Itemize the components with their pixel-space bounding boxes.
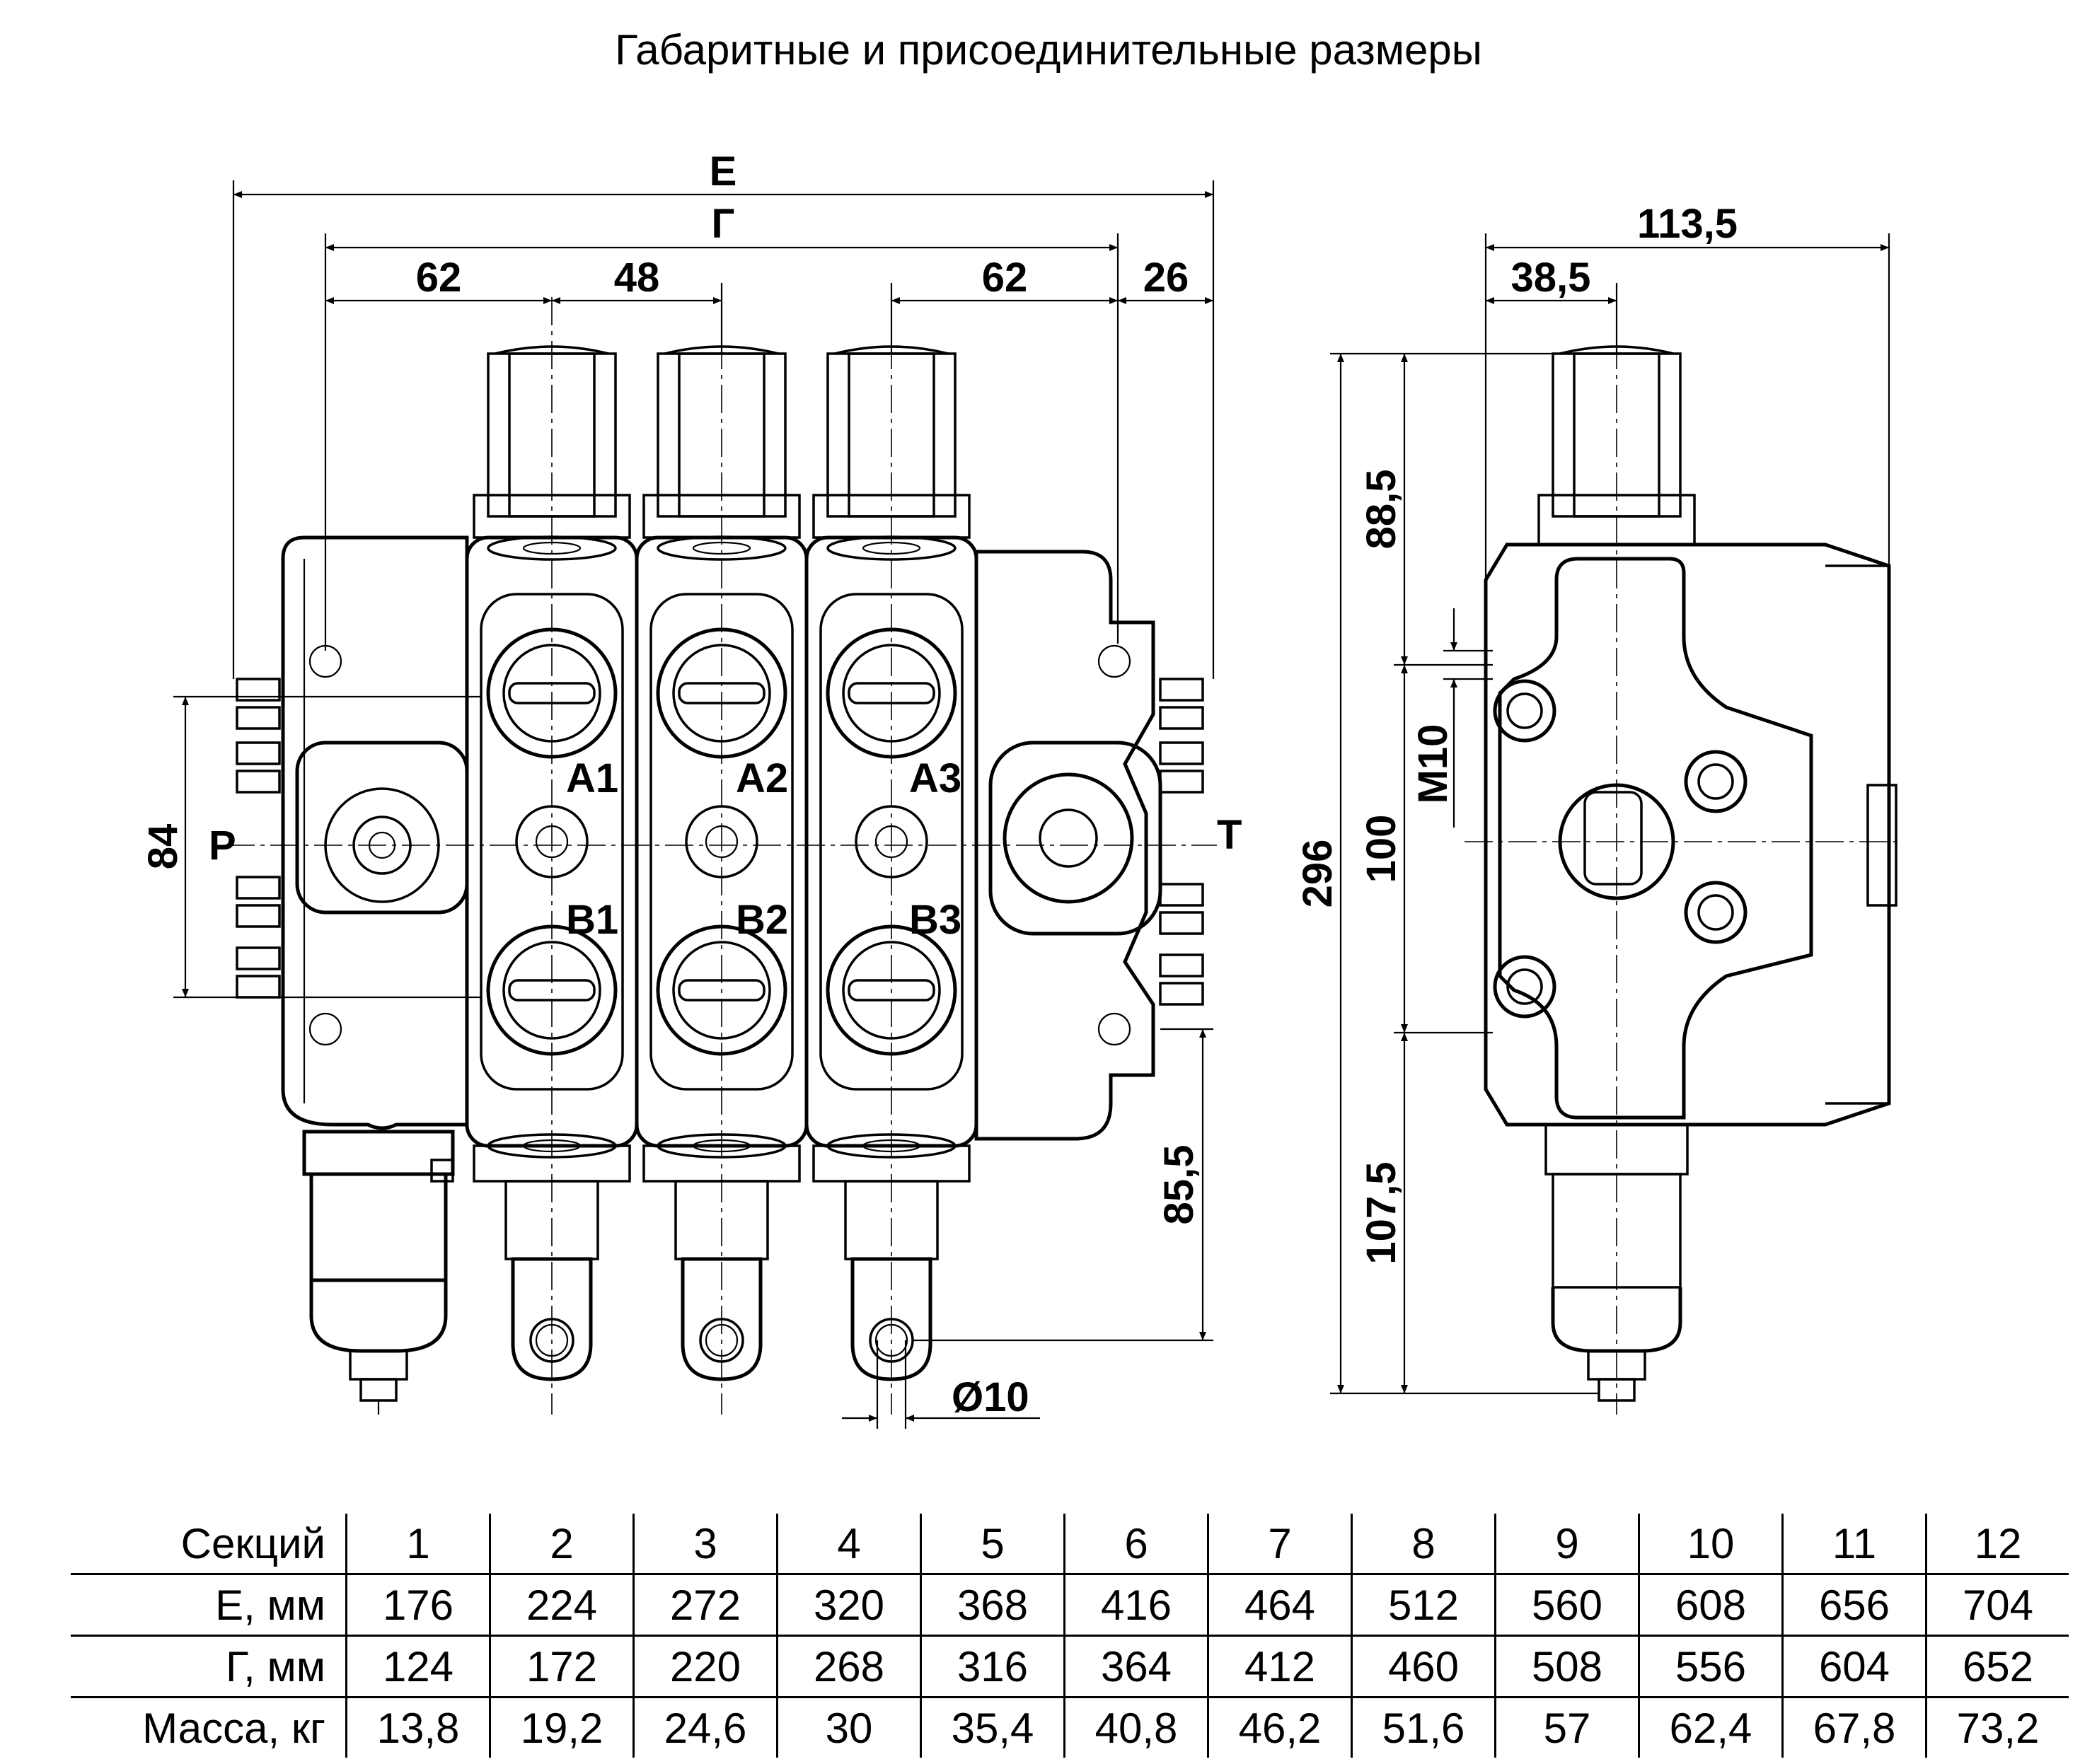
port-label-A2: A2 — [736, 755, 788, 801]
port-label-A3: A3 — [909, 755, 961, 801]
table-cell: 704 — [1925, 1574, 2069, 1637]
outlet-cover — [974, 550, 1204, 1141]
table-cell: 1 — [345, 1514, 490, 1575]
table-cell: 6 — [1063, 1514, 1208, 1575]
front-view: E Г 62 48 62 26 84 85,5 Ø10 P T A1 A2 A — [140, 149, 1242, 1429]
port-label-B2: B2 — [736, 897, 788, 943]
table-cell: 2 — [489, 1514, 634, 1575]
table-cell: 51,6 — [1351, 1697, 1496, 1758]
dim-38-5: 38,5 — [1511, 255, 1591, 301]
port-label-B1: B1 — [566, 897, 618, 943]
table-cell: 268 — [776, 1635, 921, 1698]
table-cell: 30 — [776, 1697, 921, 1758]
port-label-P: P — [209, 823, 236, 869]
table-cell: 124 — [345, 1635, 490, 1698]
table-cell: 368 — [920, 1574, 1065, 1637]
inlet-cover — [236, 535, 469, 1415]
table-cell: 508 — [1494, 1635, 1639, 1698]
table-cell: 464 — [1207, 1574, 1352, 1637]
table-row: Секций 1 2 3 4 5 6 7 8 9 10 11 12 — [71, 1514, 2069, 1575]
table-cell: 316 — [920, 1635, 1065, 1698]
table-cell: 416 — [1063, 1574, 1208, 1637]
table-cell: 73,2 — [1925, 1697, 2069, 1758]
table-cell: 652 — [1925, 1635, 2069, 1698]
dim-100: 100 — [1358, 815, 1404, 883]
table-cell: 176 — [345, 1574, 490, 1637]
row-header: Масса, кг — [142, 1704, 325, 1752]
table-cell: 604 — [1781, 1635, 1926, 1698]
dim-88-5: 88,5 — [1358, 470, 1404, 550]
table-cell: 24,6 — [632, 1697, 778, 1758]
table-cell: 364 — [1063, 1635, 1208, 1698]
technical-drawing: E Г 62 48 62 26 84 85,5 Ø10 P T A1 A2 A — [140, 149, 1903, 1429]
table-row: Г, мм 124 172 220 268 316 364 412 460 50… — [71, 1635, 2069, 1698]
table-cell: 9 — [1494, 1514, 1639, 1575]
page-title: Габаритные и присоединительные размеры — [615, 26, 1482, 74]
table-cell: 12 — [1925, 1514, 2069, 1575]
row-header: Секций — [71, 1514, 347, 1575]
table-cell: 560 — [1494, 1574, 1639, 1637]
port-label-B3: B3 — [909, 897, 961, 943]
dim-113-5: 113,5 — [1637, 201, 1738, 247]
dim-62-right: 62 — [982, 255, 1028, 301]
table-cell: 46,2 — [1207, 1697, 1352, 1758]
dim-26: 26 — [1143, 255, 1189, 301]
table-cell: 13,8 — [345, 1697, 490, 1758]
dim-296: 296 — [1295, 840, 1341, 908]
port-label-A1: A1 — [566, 755, 618, 801]
dim-107-5: 107,5 — [1358, 1161, 1404, 1264]
side-view: 113,5 38,5 296 88,5 100 107,5 M10 — [1295, 201, 1903, 1415]
table-cell: 272 — [632, 1574, 778, 1637]
table-cell: 608 — [1638, 1574, 1783, 1637]
table-cell: 40,8 — [1063, 1697, 1208, 1758]
dim-85-5: 85,5 — [1156, 1145, 1202, 1225]
table-cell: 556 — [1638, 1635, 1783, 1698]
table-cell: 320 — [776, 1574, 921, 1637]
table-cell: 7 — [1207, 1514, 1352, 1575]
port-label-T: T — [1217, 812, 1242, 858]
table-cell: 67,8 — [1781, 1697, 1926, 1758]
table-cell: 35,4 — [920, 1697, 1065, 1758]
table-cell: 3 — [632, 1514, 778, 1575]
dim-G: Г — [712, 201, 735, 247]
dim-M10: M10 — [1410, 724, 1456, 804]
specification-table: Секций 1 2 3 4 5 6 7 8 9 10 11 12 E, мм … — [71, 1514, 2069, 1758]
dim-E: E — [710, 149, 737, 195]
table-cell: 19,2 — [489, 1697, 634, 1758]
table-cell: 656 — [1781, 1574, 1926, 1637]
row-header: E, мм — [71, 1574, 347, 1637]
table-cell: 10 — [1638, 1514, 1783, 1575]
table-cell: 11 — [1781, 1514, 1926, 1575]
dim-48: 48 — [614, 255, 660, 301]
dim-84: 84 — [140, 824, 186, 870]
table-cell: 62,4 — [1638, 1697, 1783, 1758]
table-cell: 412 — [1207, 1635, 1352, 1698]
table-cell: 8 — [1351, 1514, 1496, 1575]
table-cell: 512 — [1351, 1574, 1496, 1637]
table-cell: 172 — [489, 1635, 634, 1698]
table-cell: 224 — [489, 1574, 634, 1637]
dim-diameter-10: Ø10 — [952, 1374, 1029, 1420]
table-cell: 5 — [920, 1514, 1065, 1575]
row-header: Г, мм — [71, 1635, 347, 1698]
table-cell: 460 — [1351, 1635, 1496, 1698]
table-cell: 57 — [1494, 1697, 1639, 1758]
table-cell: 4 — [776, 1514, 921, 1575]
dim-62-left: 62 — [416, 255, 462, 301]
table-row: E, мм 176 224 272 320 368 416 464 512 56… — [71, 1574, 2069, 1637]
table-row: Масса, кг 13,8 19,2 24,6 30 35,4 40,8 46… — [71, 1697, 2069, 1758]
table-cell: 220 — [632, 1635, 778, 1698]
